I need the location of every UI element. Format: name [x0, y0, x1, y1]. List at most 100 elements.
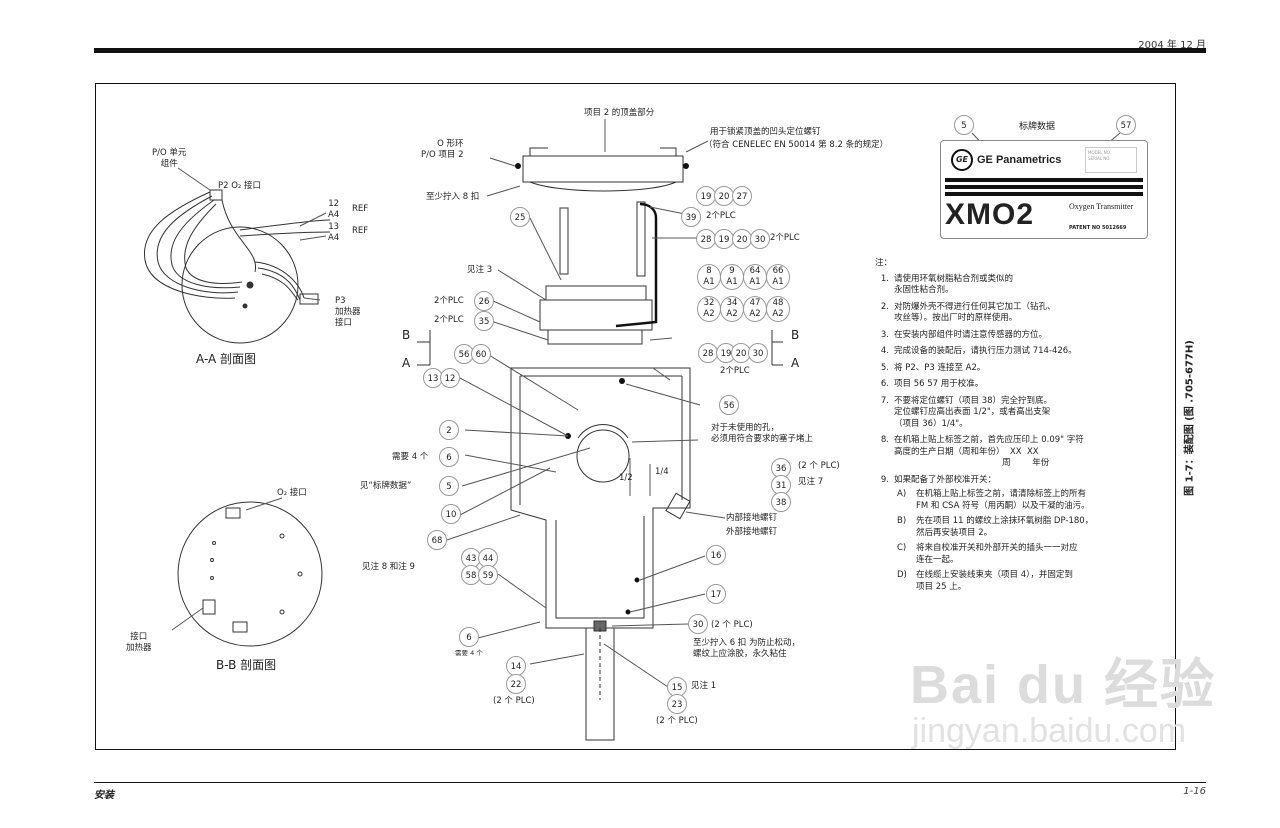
item-bubble-30b: 30 [748, 343, 768, 363]
baidu-watermark-url: jingyan.baidu.com [912, 712, 1187, 750]
item-bubble-31: 31 [771, 475, 791, 495]
min-6-threads-label: 至少拧入 6 扣 为防止松动， 螺纹上应涂胶，永久粘住 [693, 638, 801, 659]
p3-heater-port-label: P3 加热器 接口 [335, 296, 361, 328]
need-4-small-label: 需要 4 个 [455, 649, 483, 657]
need-4-label: 需要 4 个 [392, 452, 429, 462]
plc-label-26: 2个PLC [434, 296, 464, 306]
ref-label-2: REF [352, 226, 369, 236]
nameplate-stripe-1 [945, 178, 1143, 182]
section-b-left: B [402, 328, 411, 342]
item-bubble-56b: 56 [719, 395, 739, 415]
notes-block: 注： 1.请使用环氧树脂粘合剂或类似的 永固性粘合剂。 2.对防爆外壳不得进行任… [875, 258, 1093, 597]
item-bubble-26: 26 [474, 291, 494, 311]
item-bubble-19: 19 [696, 186, 716, 206]
item-bubble-2: 2 [439, 420, 459, 440]
note-subitem: D)在线缆上安装线束夹（项目 4），并固定到 项目 25 上。 [897, 570, 1073, 592]
item-bubble-38: 38 [771, 492, 791, 512]
item-bubble-25: 25 [510, 207, 530, 227]
item-bubble-12: 12 [440, 368, 460, 388]
nameplate: GE GE Panametrics MODEL NO. SERIAL NO. X… [940, 140, 1148, 239]
item-bubble-23: 23 [667, 694, 687, 714]
plc-label-30b: 2个PLC [720, 366, 750, 376]
min-8-threads-label: 至少拧入 8 扣 [426, 192, 480, 202]
nameplate-stripe-2 [945, 185, 1143, 189]
note-item: 8.在机箱上贴上标签之前，首先应压印上 0.09" 字符 高度的生产日期（周和年… [880, 435, 1084, 468]
item-bubble-6b: 6 [459, 627, 479, 647]
item-bubble-16: 16 [706, 545, 726, 565]
outer-ground-screw-label: 外部接地螺钉 [726, 527, 778, 537]
cell-bubble-64-a1: 64 A1 [743, 264, 767, 290]
cell-bubble-34-a2: 34 A2 [720, 296, 744, 322]
see-note-3-label: 见注 3 [467, 265, 493, 275]
half-inch-dim: 1/2 [619, 473, 633, 483]
heater-port-label: 接口 加热器 [126, 632, 152, 653]
drawing-frame [95, 83, 1176, 750]
item-bubble-30a: 30 [750, 229, 770, 249]
section-a-left: A [402, 356, 411, 370]
top-cover [522, 155, 684, 183]
see-plate-data-label: 见“标牌数据” [360, 481, 412, 491]
cell-bubble-32-a2: 32 A2 [697, 296, 721, 322]
ref-12-a4: 12 A4 [328, 199, 340, 220]
plc-label-35: 2个PLC [434, 315, 464, 325]
footer-section: 安装 [94, 790, 114, 801]
housing-bore [576, 429, 630, 483]
section-b-right: B [791, 328, 800, 342]
see-note-1-label: 见注 1 [691, 681, 717, 691]
cenelec-label: （符合 CENELEC EN 50014 第 8.2 条的规定） [704, 140, 889, 150]
nameplate-stripe-3 [945, 192, 1143, 196]
item-bubble-5: 5 [439, 476, 459, 496]
item-bubble-30c: 30 [688, 614, 708, 634]
p2-o2-port-label: P2 O₂ 接口 [218, 181, 262, 191]
quarter-inch-dim: 1/4 [655, 467, 669, 477]
plc-label-30c: (2 个 PLC) [711, 620, 753, 630]
cell-bubble-8-a1: 8 A1 [697, 264, 721, 290]
header-date: 2004 年 12 月 [1138, 40, 1206, 51]
nameplate-product: XMO2 [945, 198, 1035, 231]
model-serial-box: MODEL NO. SERIAL NO. [1085, 147, 1137, 173]
item-bubble-27: 27 [732, 186, 752, 206]
item-bubble-28b: 28 [698, 343, 718, 363]
nameplate-subtitle: Oxygen Transmitter [1069, 202, 1134, 211]
item-bubble-5-plate: 5 [954, 115, 974, 135]
cell-bubble-48-a2: 48 A2 [766, 296, 790, 322]
cell-bubble-66-a1: 66 A1 [766, 264, 790, 290]
nameplate-brand: GE Panametrics [977, 154, 1062, 166]
note-item: 1.请使用环氧树脂粘合剂或类似的 永固性粘合剂。 [880, 273, 1014, 296]
p2-connector [209, 189, 223, 201]
top-rule [94, 48, 1206, 53]
item-bubble-14: 14 [506, 656, 526, 676]
top-cover-label: 项目 2 的顶盖部分 [584, 108, 655, 118]
aa-center [246, 281, 254, 289]
plc-label-22: (2 个 PLC) [493, 696, 535, 706]
item-bubble-28a: 28 [696, 229, 716, 249]
see-note-7-label: 见注 7 [798, 477, 824, 487]
aa-wires [143, 191, 331, 301]
item-bubble-17: 17 [706, 584, 726, 604]
oring-label: O 形环 P/O 项目 2 [421, 139, 464, 160]
item-bubble-57: 57 [1116, 115, 1136, 135]
nameplate-title: 标牌数据 [1019, 122, 1056, 132]
item-bubble-6: 6 [439, 447, 459, 467]
item-bubble-20b: 20 [732, 229, 752, 249]
item-bubble-20: 20 [714, 186, 734, 206]
p3-connector [299, 293, 319, 305]
aa-section-title: A-A 剖面图 [196, 352, 257, 366]
locking-screw-label: 用于锁紧顶盖的凹头定位螺钉 [710, 127, 821, 137]
item-bubble-35: 35 [474, 311, 494, 331]
note-item: 9.如果配备了外部校准开关： [880, 474, 997, 485]
bottom-rule [94, 782, 1206, 783]
item-bubble-59: 59 [478, 565, 498, 585]
plc-label-30a: 2个PLC [770, 233, 800, 243]
baidu-watermark-logo: Bai du 经验 [910, 655, 1217, 715]
item-bubble-10: 10 [441, 504, 461, 524]
note-item: 7.不要将定位螺钉（项目 38）完全拧到底。 定位螺钉应高出表面 1/2"，或者… [880, 395, 1053, 429]
ref-13-a4: 13 A4 [328, 222, 340, 243]
plc-label-39: 2个PLC [706, 211, 736, 221]
section-a-right: A [791, 356, 800, 370]
item-bubble-60: 60 [471, 344, 491, 364]
note-item: 3.在安装内部组件时请注意传感器的方位。 [880, 329, 1048, 340]
note-subitem: B)先在项目 11 的螺纹上涂抹环氧树脂 DP-180， 然后再安装项目 2。 [897, 516, 1094, 538]
plc-label-23: (2 个 PLC) [656, 716, 698, 726]
